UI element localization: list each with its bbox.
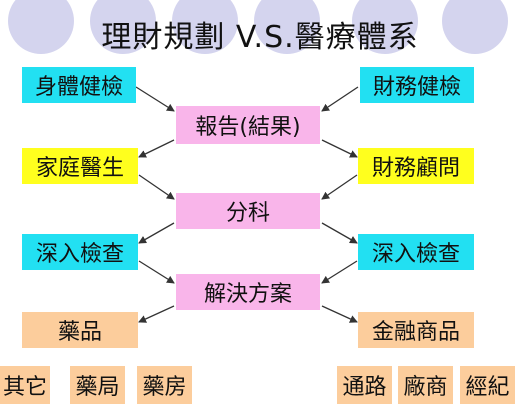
medicine-box: 藥品 (22, 312, 138, 348)
arrow-right-exam-to-solution (321, 260, 358, 284)
arrow-report-to-family-doctor (138, 139, 175, 158)
channel-box: 通路 (337, 366, 392, 404)
arrow-solution-to-financial-products (321, 305, 358, 323)
decor-circle-6 (442, 0, 508, 54)
body-checkup-box: 身體健檢 (22, 67, 136, 103)
decor-circle-2 (90, 0, 156, 54)
arrow-financial-advisor-to-specialty (321, 174, 358, 200)
report-box: 報告(結果) (176, 106, 320, 144)
pharmacy-bureau-box: 藥局 (70, 366, 125, 404)
right-in-depth-exam-box: 深入檢查 (358, 234, 474, 270)
financial-checkup-box: 財務健檢 (360, 67, 474, 103)
decor-circle-3 (172, 0, 238, 54)
arrow-report-to-financial-advisor (321, 139, 358, 158)
arrow-financial-checkup-to-report (321, 86, 359, 112)
solution-box: 解決方案 (176, 274, 320, 310)
arrow-left-exam-to-solution (138, 260, 175, 284)
specialty-box: 分科 (176, 193, 320, 229)
pharmacy-room-box: 藥房 (137, 366, 192, 404)
arrow-family-doctor-to-specialty (138, 174, 175, 200)
left-in-depth-exam-box: 深入檢查 (22, 234, 138, 270)
family-doctor-box: 家庭醫生 (22, 148, 138, 184)
diagram-title: 理財規劃 V.S.醫療體系 (101, 20, 419, 55)
manufacturer-box: 廠商 (398, 366, 453, 404)
arrow-specialty-to-right-exam (321, 222, 358, 244)
decor-circle-5 (352, 0, 418, 54)
other-box: 其它 (0, 366, 50, 404)
arrow-body-checkup-to-report (135, 86, 175, 112)
decor-circle-1 (8, 0, 74, 54)
broker-box: 經紀 (460, 366, 515, 404)
financial-products-box: 金融商品 (358, 312, 474, 348)
arrow-specialty-to-left-exam (138, 222, 175, 244)
decor-circle-4 (254, 0, 320, 54)
financial-advisor-box: 財務顧問 (358, 148, 474, 184)
arrow-solution-to-medicine (138, 305, 175, 323)
